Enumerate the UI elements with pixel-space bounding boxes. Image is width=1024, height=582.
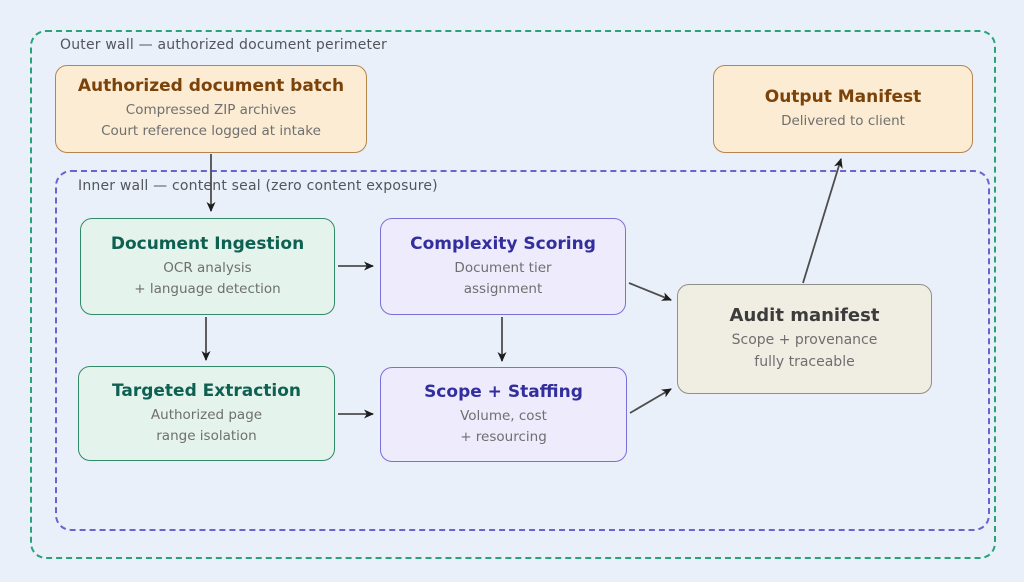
- node-subtitle-line: Delivered to client: [781, 112, 905, 129]
- node-title: Complexity Scoring: [410, 233, 596, 254]
- node-scope-staffing: Scope + Staffing Volume, cost + resourci…: [380, 367, 627, 462]
- arrow-audit-to-output: [802, 158, 843, 284]
- node-complexity-scoring: Complexity Scoring Document tier assignm…: [380, 218, 626, 315]
- node-subtitle-line: fully traceable: [754, 353, 855, 370]
- node-authorized-batch: Authorized document batch Compressed ZIP…: [55, 65, 367, 153]
- node-subtitle-line: + resourcing: [460, 428, 547, 445]
- node-subtitle-line: Compressed ZIP archives: [125, 102, 297, 119]
- node-subtitle-line: assignment: [463, 280, 543, 297]
- inner-wall-label: Inner wall — content seal (zero content …: [78, 178, 438, 194]
- node-title: Targeted Extraction: [111, 380, 302, 401]
- node-title: Document Ingestion: [110, 233, 305, 254]
- node-subtitle-line: Court reference logged at intake: [101, 123, 321, 139]
- node-subtitle-line: Authorized page: [150, 406, 263, 423]
- node-targeted-extraction: Targeted Extraction Authorized page rang…: [78, 366, 335, 461]
- node-subtitle-line: OCR analysis: [163, 259, 252, 276]
- node-title: Output Manifest: [764, 86, 922, 107]
- arrow-scope-to-audit: [629, 388, 672, 414]
- node-subtitle-line: Document tier: [454, 259, 552, 276]
- node-subtitle-line: range isolation: [156, 427, 257, 444]
- node-output-manifest: Output Manifest Delivered to client: [713, 65, 973, 153]
- arrow-complexity-to-audit: [628, 282, 672, 301]
- node-subtitle-line: + language detection: [134, 280, 281, 297]
- node-title: Authorized document batch: [77, 76, 345, 97]
- outer-wall-label: Outer wall — authorized document perimet…: [60, 37, 387, 53]
- node-title: Audit manifest: [729, 304, 880, 326]
- node-subtitle-line: Volume, cost: [460, 407, 547, 424]
- node-document-ingestion: Document Ingestion OCR analysis + langua…: [80, 218, 335, 315]
- node-subtitle-line: Scope + provenance: [731, 331, 878, 348]
- node-audit-manifest: Audit manifest Scope + provenance fully …: [677, 284, 932, 394]
- node-title: Scope + Staffing: [424, 381, 583, 402]
